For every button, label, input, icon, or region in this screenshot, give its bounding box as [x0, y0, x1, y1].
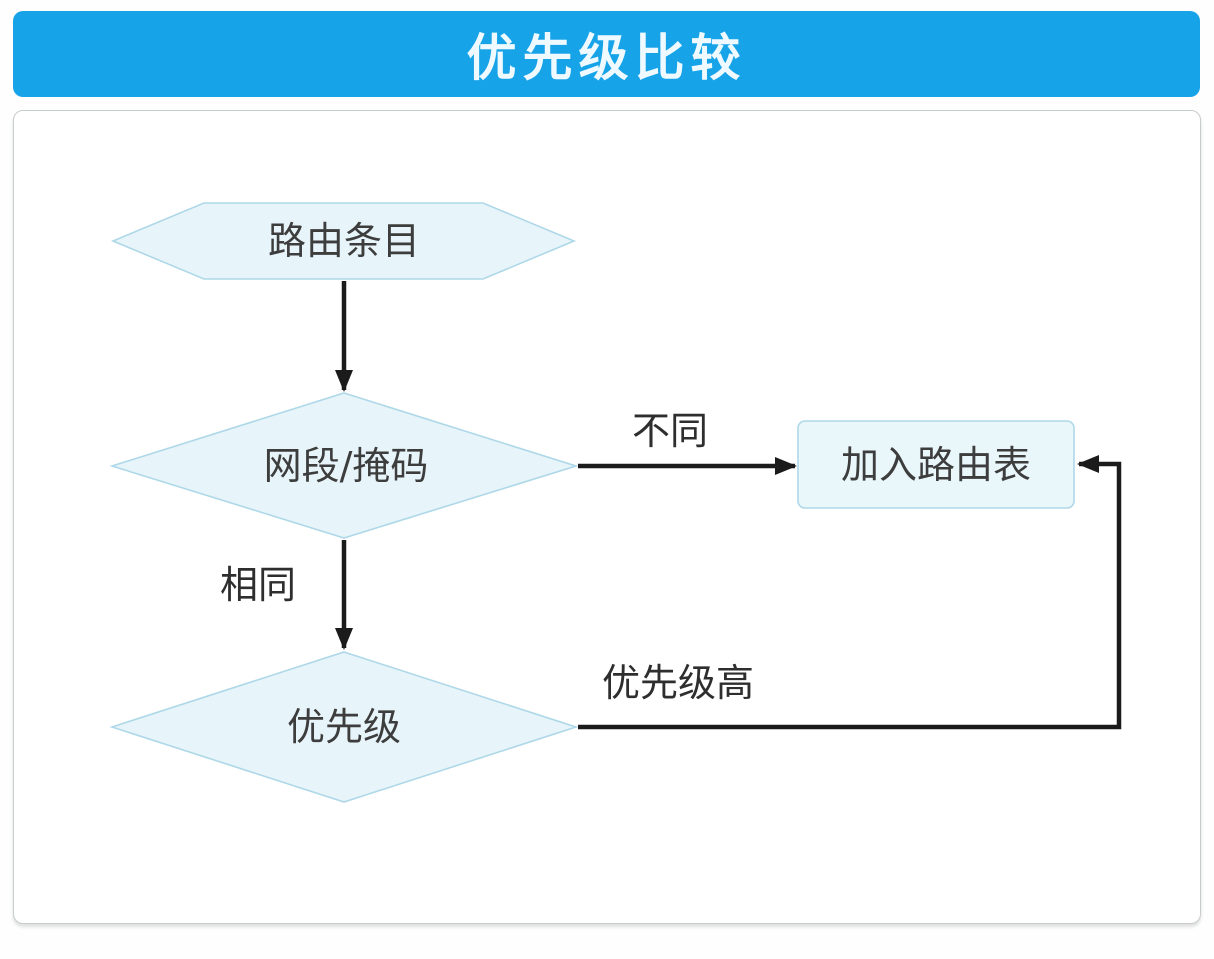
- node-add-routing-table: [797, 420, 1075, 509]
- edge-label-same: 相同: [220, 563, 296, 607]
- node-route-entry: [110, 202, 577, 280]
- edge-label-higher-priority: 优先级高: [602, 661, 754, 705]
- title-bar: 优先级比较: [13, 11, 1200, 97]
- edge-arrow-priority-to-add-routing-table: [578, 455, 1122, 730]
- node-segment-mask: [109, 392, 579, 539]
- node-label-segment-mask: 网段/掩码: [264, 444, 429, 488]
- node-label-route-entry: 路由条目: [268, 219, 420, 263]
- edge-label-different: 不同: [632, 409, 708, 453]
- node-label-priority: 优先级: [287, 705, 401, 749]
- node-label-add-routing-table: 加入路由表: [841, 443, 1031, 487]
- page-title: 优先级比较: [466, 28, 747, 87]
- node-priority: [109, 651, 579, 803]
